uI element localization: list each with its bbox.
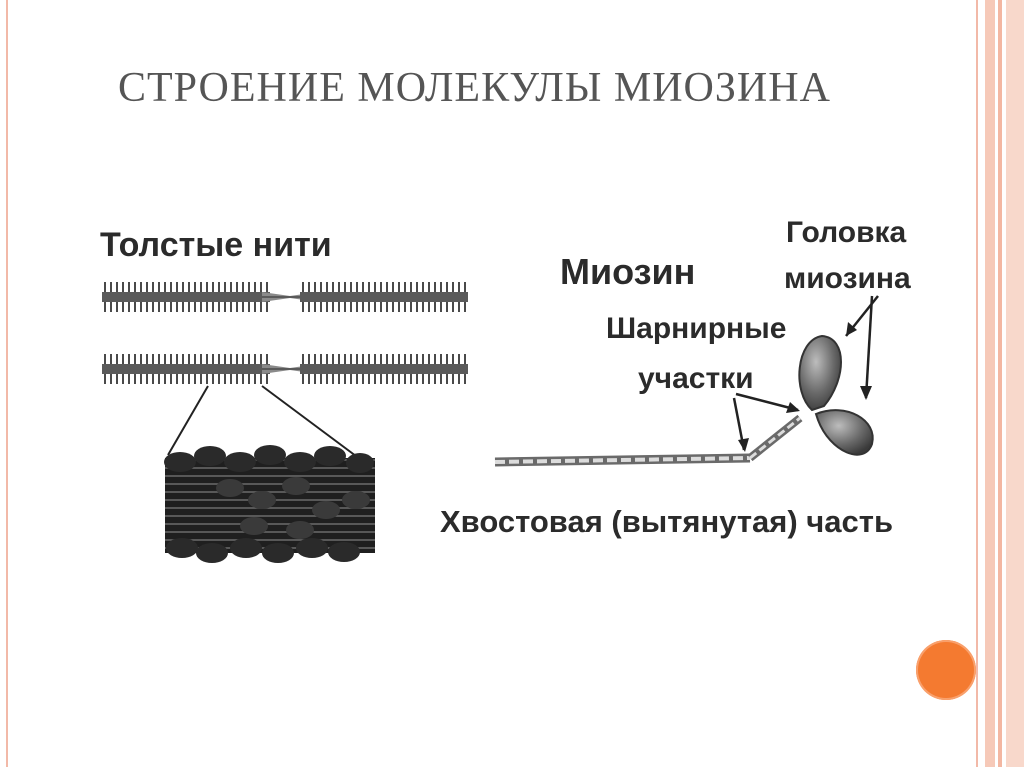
label-hinge-line1: Шарнирные <box>606 312 786 345</box>
decorative-stripe <box>1006 0 1024 767</box>
myosin-heads <box>798 334 874 456</box>
label-myosin-head-line1: Головка <box>786 216 907 249</box>
decorative-circle <box>916 640 976 700</box>
decorative-stripe <box>985 0 995 767</box>
label-tail: Хвостовая (вытянутая) часть <box>440 504 893 539</box>
zoom-line <box>167 385 209 456</box>
magnified-filament-bundle <box>164 445 375 563</box>
arrow-head-1 <box>845 295 879 337</box>
arrow-head-2 <box>860 295 874 400</box>
zoom-line <box>261 385 365 463</box>
arrow-hinge-1 <box>735 392 800 413</box>
label-myosin: Миозин <box>560 251 695 292</box>
label-myosin-head-line2: миозина <box>784 262 911 295</box>
label-hinge-line2: участки <box>638 362 754 395</box>
slide-frame <box>6 0 978 767</box>
slide-title: СТРОЕНИЕ МОЛЕКУЛЫ МИОЗИНА <box>118 65 831 111</box>
thick-filament-2 <box>102 354 468 384</box>
decorative-stripe <box>998 0 1002 767</box>
thick-filament-1 <box>102 282 468 312</box>
arrow-hinge-2 <box>732 397 749 452</box>
myosin-tail <box>494 414 803 467</box>
label-thick-filaments: Толстые нити <box>100 226 332 264</box>
